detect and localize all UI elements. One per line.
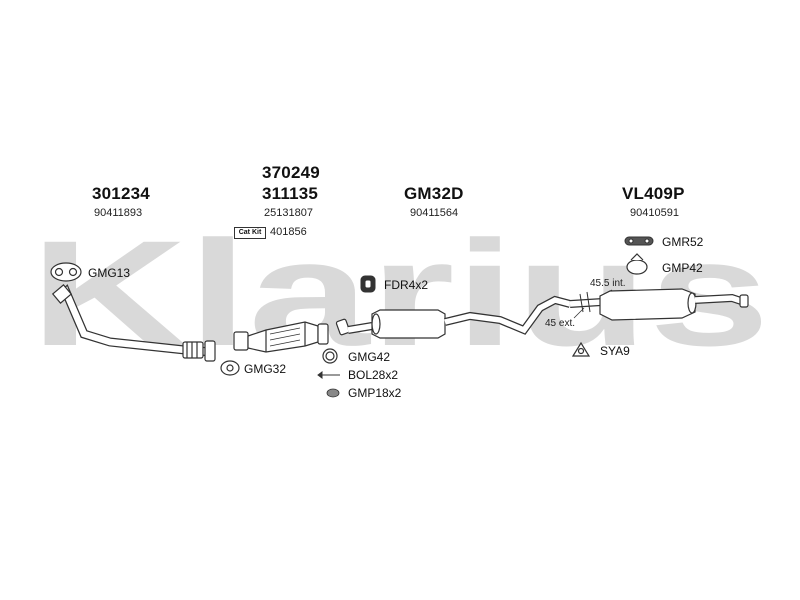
label-gmp42: GMP42 xyxy=(662,261,703,275)
dimension-lines xyxy=(573,289,613,319)
mount-fdr-icon xyxy=(360,275,376,293)
hanger-sya9-icon xyxy=(571,341,591,357)
ref-number-front-pipe: 90411893 xyxy=(94,207,143,219)
front-pipe xyxy=(51,284,216,362)
ref-number-cat: 25131807 xyxy=(264,207,313,219)
label-bol: BOL28x2 xyxy=(348,368,399,382)
cat-kit-ref: 401856 xyxy=(270,226,307,238)
label-sya9: SYA9 xyxy=(600,344,630,358)
ref-number-centre: 90411564 xyxy=(410,207,459,219)
gasket-gmg42-icon xyxy=(322,348,338,364)
part-number-centre: GM32D xyxy=(404,184,464,203)
label-gmr52: GMR52 xyxy=(662,235,704,249)
rubber-gmr52-icon xyxy=(624,236,654,246)
gasket-gmg13-icon xyxy=(50,262,82,282)
catalytic-converter xyxy=(233,321,329,353)
label-gmg13: GMG13 xyxy=(88,266,131,280)
label-gmp18: GMP18x2 xyxy=(348,386,402,400)
bolt-bol-icon xyxy=(317,371,340,379)
clamp-gmp42-icon xyxy=(626,253,648,275)
clamp-gmp18-icon xyxy=(326,388,340,398)
ref-number-rear: 90410591 xyxy=(630,207,679,219)
cat-kit-badge: Cat Kit xyxy=(234,227,266,239)
label-gmg32: GMG32 xyxy=(244,362,287,376)
dimension-external: 45 ext. xyxy=(545,318,576,329)
centre-silencer xyxy=(335,295,572,339)
part-number-cat-alt: 370249 xyxy=(262,163,320,182)
gasket-gmg32-icon xyxy=(220,360,240,376)
part-number-rear: VL409P xyxy=(622,184,685,203)
label-fdr: FDR4x2 xyxy=(384,278,429,292)
part-number-front-pipe: 301234 xyxy=(92,184,150,203)
part-number-cat: 311135 xyxy=(262,184,319,203)
dimension-internal: 45.5 int. xyxy=(590,278,626,289)
label-gmg42: GMG42 xyxy=(348,350,391,364)
